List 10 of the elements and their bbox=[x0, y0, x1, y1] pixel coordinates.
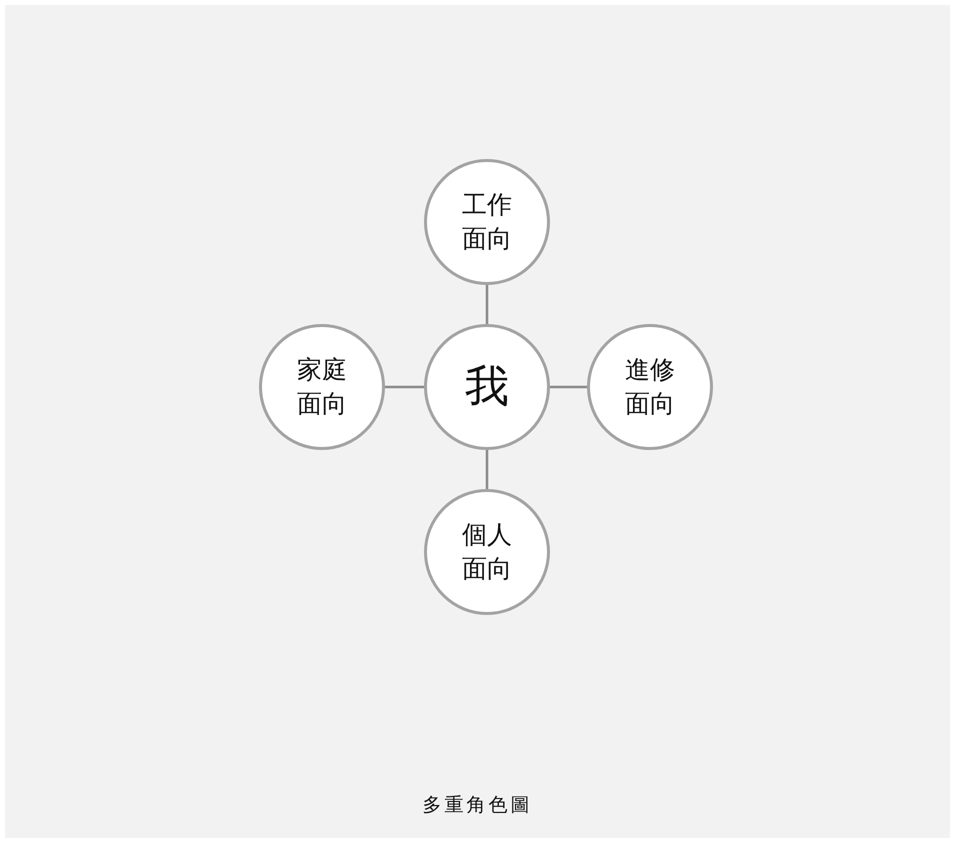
connector-line bbox=[486, 450, 488, 489]
node-label: 我 bbox=[465, 360, 509, 414]
node-label: 進修面向 bbox=[625, 354, 675, 420]
connector-line bbox=[550, 386, 587, 388]
connector-line bbox=[385, 386, 424, 388]
connector-line bbox=[486, 285, 488, 324]
caption: 多重角色圖 bbox=[422, 793, 534, 818]
node-label: 家庭面向 bbox=[297, 354, 347, 420]
node-label: 工作面向 bbox=[462, 189, 512, 255]
node-label: 個人面向 bbox=[462, 519, 512, 585]
